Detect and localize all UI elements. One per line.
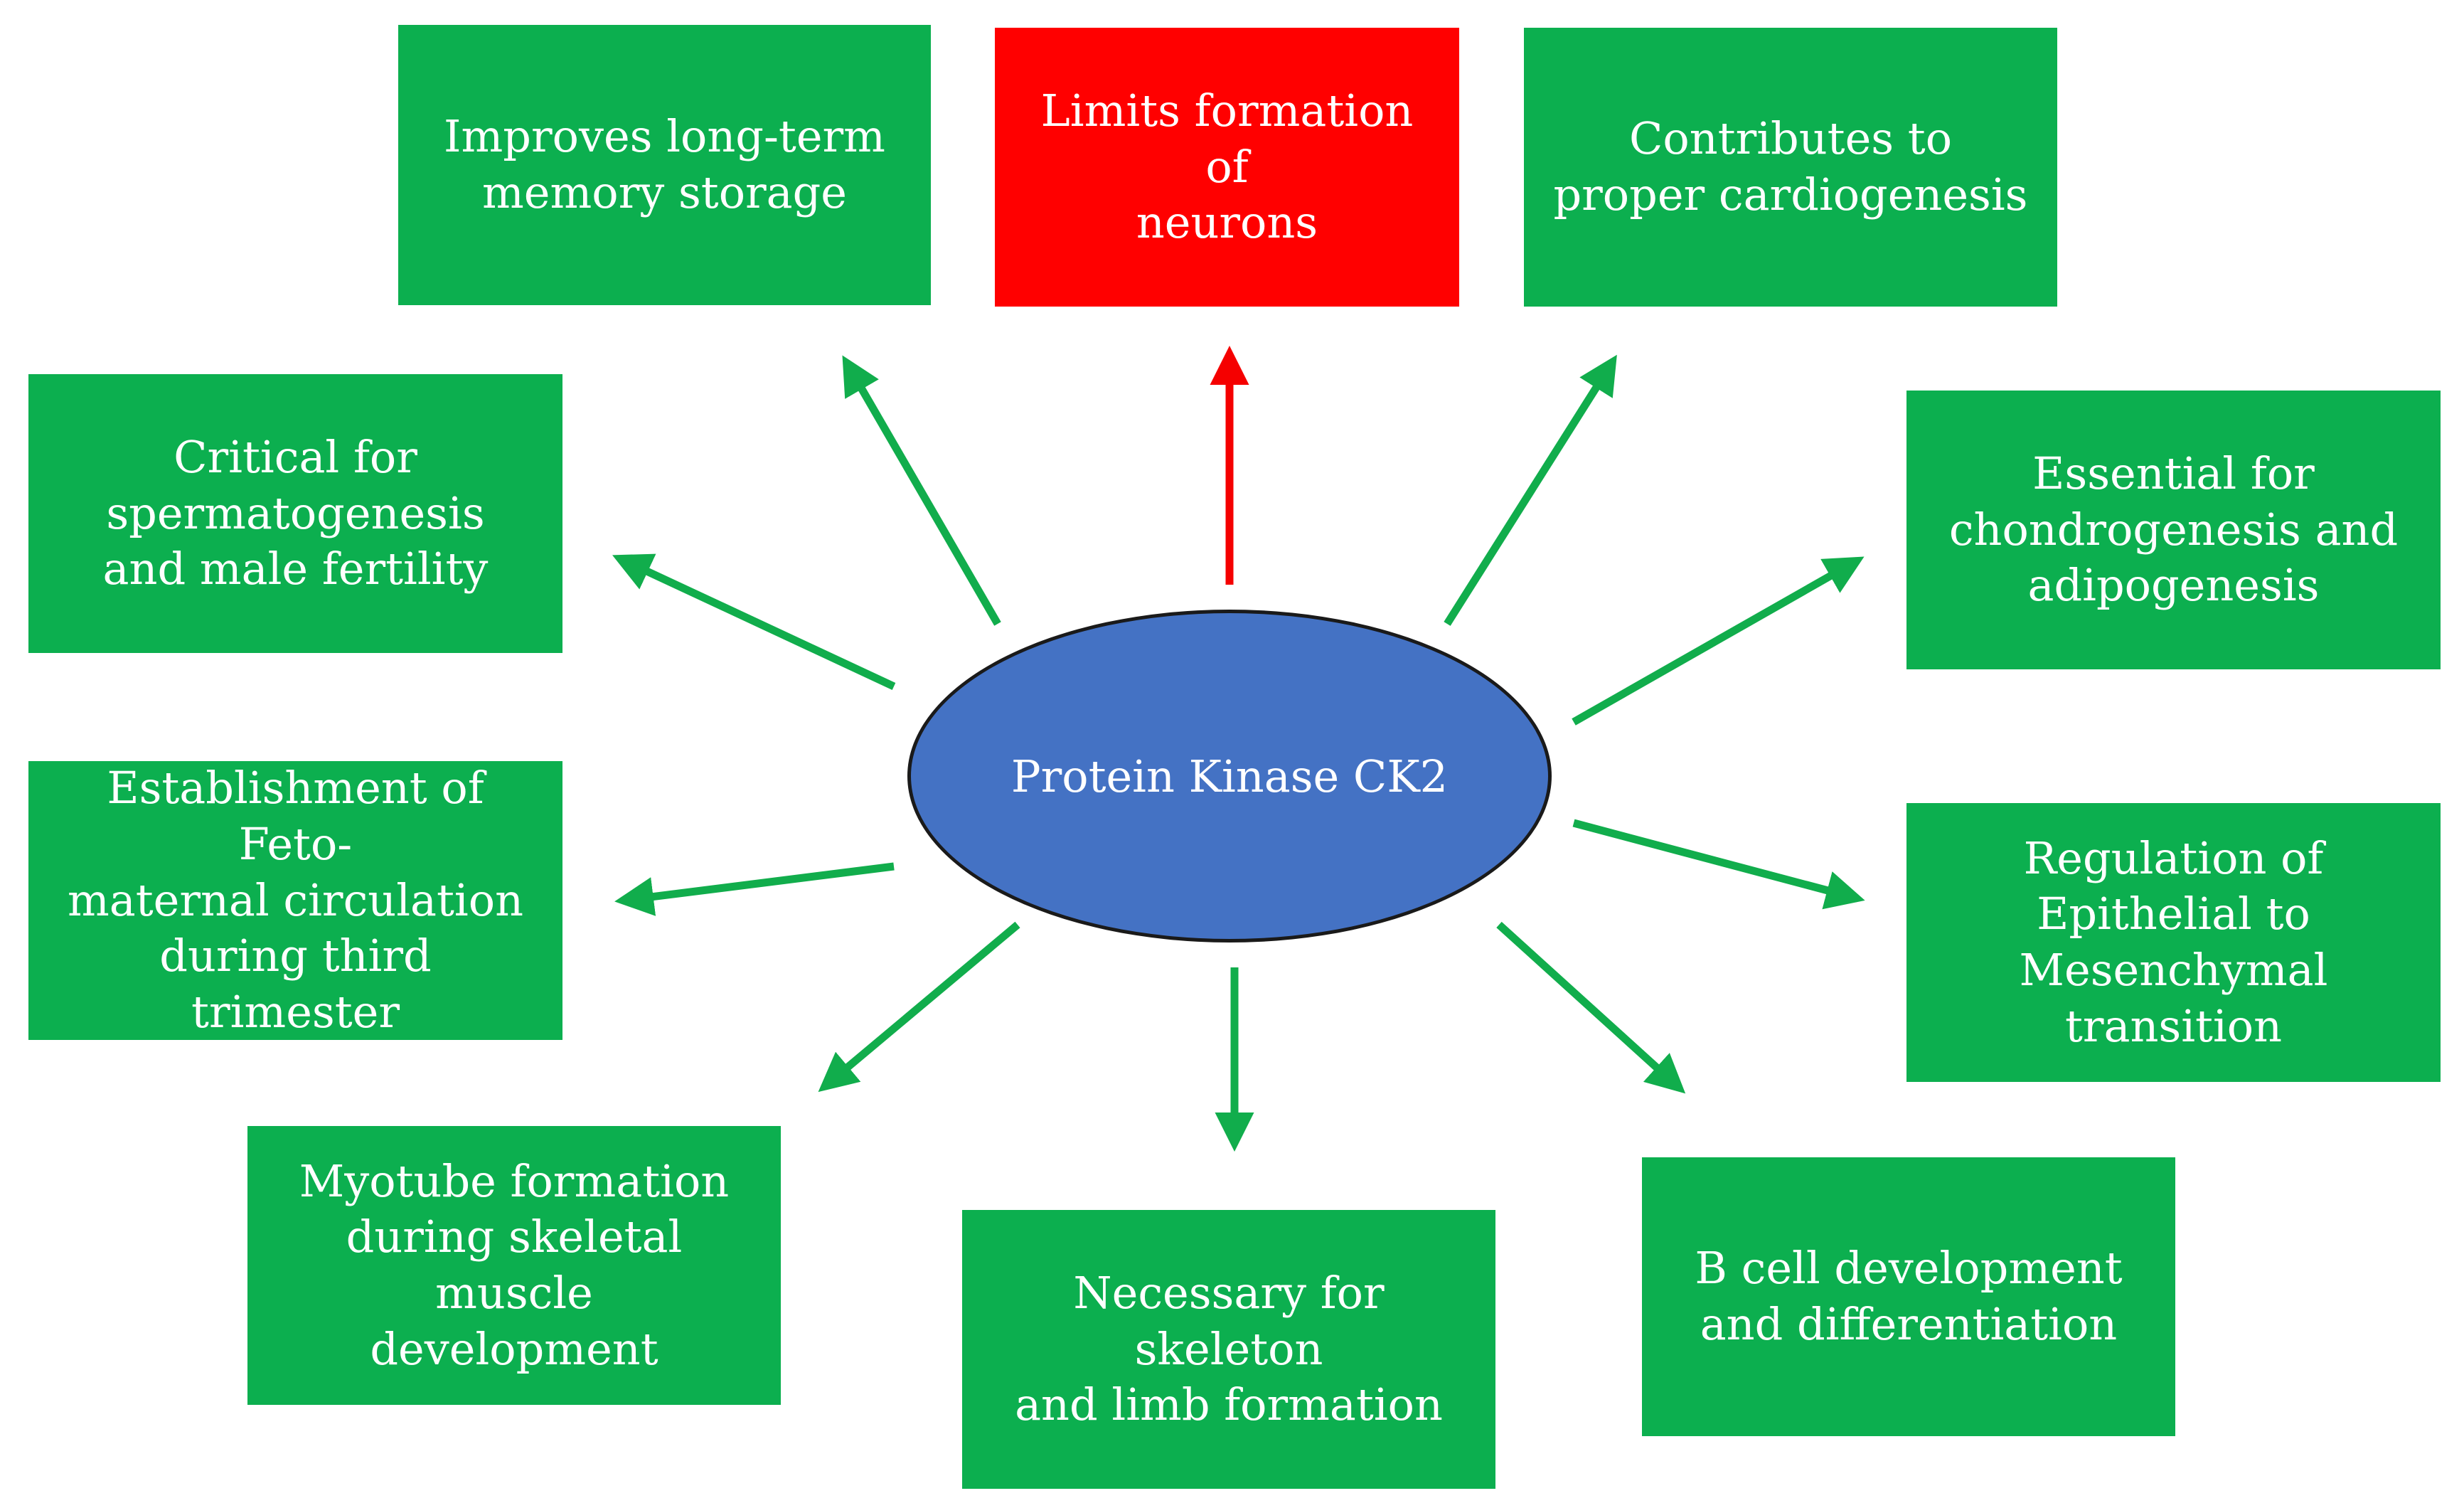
effect-label-chondro: Essential for chondrogenesis and adipoge… <box>1948 447 2399 612</box>
effect-label-skeleton: Necessary for skeleton and limb formatio… <box>1015 1266 1443 1431</box>
hub-label: Protein Kinase CK2 <box>1010 750 1449 802</box>
effect-box-feto: Establishment of Feto- maternal circulat… <box>28 761 562 1040</box>
effect-box-memory: Improves long-term memory storage <box>398 25 931 305</box>
arrow-to-spermato <box>612 553 896 690</box>
effect-box-skeleton: Necessary for skeleton and limb formatio… <box>962 1210 1495 1489</box>
effect-label-bcell: B cell development and differentiation <box>1695 1242 2123 1350</box>
arrow-to-myotube <box>818 921 1020 1093</box>
arrow-to-emt <box>1572 819 1865 910</box>
effect-box-spermato: Critical for spermatogenesis and male fe… <box>28 374 562 653</box>
effect-label-neurons: Limits formation of neurons <box>1040 84 1414 249</box>
effect-label-emt: Regulation of Epithelial to Mesenchymal … <box>2019 832 2328 1052</box>
arrow-to-cardio <box>1444 354 1617 626</box>
arrow-to-feto <box>614 862 895 916</box>
effect-label-memory: Improves long-term memory storage <box>444 110 885 218</box>
hub-protein-kinase-ck2: Protein Kinase CK2 <box>907 610 1552 942</box>
effect-box-myotube: Myotube formation during skeletal muscle… <box>247 1126 781 1405</box>
arrow-to-chondro <box>1572 556 1865 726</box>
effect-box-bcell: B cell development and differentiation <box>1642 1157 2175 1436</box>
effect-label-feto: Establishment of Feto- maternal circulat… <box>67 762 524 1039</box>
effect-box-cardio: Contributes to proper cardiogenesis <box>1524 28 2057 307</box>
effect-box-emt: Regulation of Epithelial to Mesenchymal … <box>1906 803 2441 1082</box>
effect-box-chondro: Essential for chondrogenesis and adipoge… <box>1906 391 2441 669</box>
arrow-to-bcell <box>1496 921 1686 1094</box>
effect-label-spermato: Critical for spermatogenesis and male fe… <box>102 430 489 595</box>
effect-box-neurons: Limits formation of neurons <box>995 28 1459 307</box>
effect-label-cardio: Contributes to proper cardiogenesis <box>1553 112 2028 221</box>
effect-label-myotube: Myotube formation during skeletal muscle… <box>299 1154 730 1375</box>
arrow-to-memory <box>842 355 1001 626</box>
